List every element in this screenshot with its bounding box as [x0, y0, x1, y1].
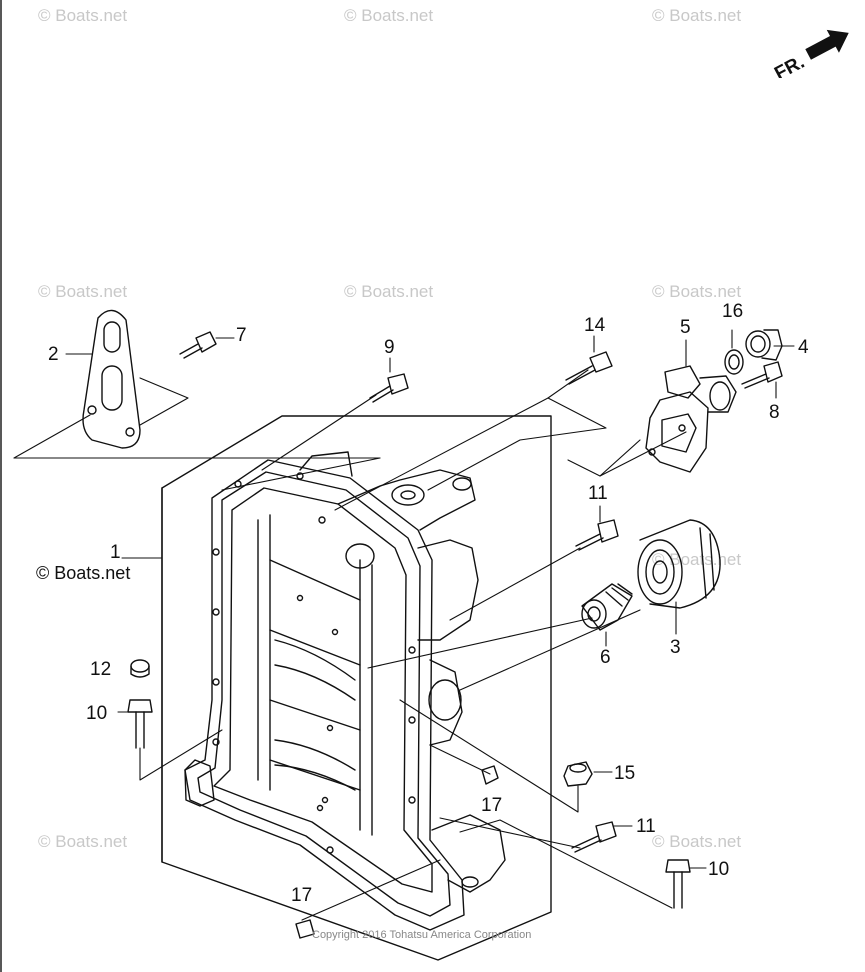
watermark: © Boats.net [652, 832, 742, 851]
callout-ticks [65, 329, 795, 869]
callout-12: 12 [90, 659, 112, 680]
callout-2: 2 [48, 344, 59, 365]
part-16-o-ring [724, 349, 744, 375]
callout-1: 1 [110, 542, 121, 563]
watermark: © Boats.net [344, 282, 434, 301]
part-10-bolt-right [665, 859, 691, 909]
part-7-bolt [179, 331, 217, 359]
callout-14: 14 [584, 315, 606, 336]
callout-6: 6 [600, 647, 611, 668]
callout-17-lower: 17 [291, 885, 313, 906]
part-14-bolt [565, 351, 613, 385]
callout-5: 5 [680, 317, 691, 338]
copyright-notice: Copyright 2016 Tohatsu America Corporati… [312, 929, 532, 941]
part-17-pin-lower [295, 919, 315, 939]
watermark: © Boats.net [38, 282, 128, 301]
callout-11-upper: 11 [588, 483, 608, 504]
part-5-fitting [645, 365, 737, 473]
watermark: © Boats.net [38, 832, 128, 851]
part-8-bolt [741, 361, 783, 389]
watermark: © Boats.net [36, 563, 131, 583]
watermark: © Boats.net [38, 6, 128, 25]
callout-8: 8 [769, 402, 780, 423]
callout-15: 15 [614, 763, 636, 784]
callout-10-left: 10 [86, 703, 108, 724]
watermark: © Boats.net [652, 6, 742, 25]
leader-lines [13, 369, 687, 921]
callout-11-lower: 11 [636, 816, 656, 837]
part-15-nut [563, 761, 593, 787]
part-17-pin-upper [481, 765, 499, 785]
part-10-bolt-left [127, 699, 153, 749]
callout-10-right: 10 [708, 859, 730, 880]
callout-7: 7 [236, 325, 247, 346]
part-6-fitting [581, 583, 633, 631]
part-11-bolt-lower [571, 821, 617, 853]
assembly-box-lines [161, 415, 552, 961]
callout-4: 4 [798, 337, 809, 358]
callout-3: 3 [670, 637, 681, 658]
callout-17-upper: 17 [481, 795, 503, 816]
part-3-oil-filter [637, 519, 721, 609]
part-4-cap [745, 329, 783, 361]
part-2-bracket [82, 309, 141, 449]
callout-9: 9 [384, 337, 395, 358]
part-9-bolt [369, 373, 409, 403]
part-1-cylinder-plate [184, 451, 506, 931]
part-12-plug [130, 659, 150, 678]
part-11-bolt-upper [575, 519, 619, 551]
watermark: © Boats.net [344, 6, 434, 25]
callout-16: 16 [722, 301, 744, 322]
watermark: © Boats.net [652, 282, 742, 301]
front-direction-arrow: FR. [771, 29, 849, 78]
